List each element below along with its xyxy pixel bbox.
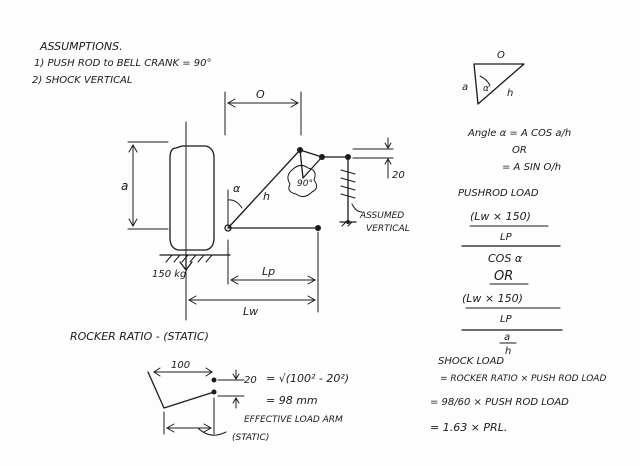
dim-lw-label: Lw <box>243 305 258 318</box>
dim-o-label: O <box>256 88 265 101</box>
fraction-a: a <box>504 332 510 343</box>
assumption-2: 2) SHOCK VERTICAL <box>32 75 132 86</box>
dim-o-arrow <box>224 91 302 136</box>
rocker-dim-20: 20 <box>244 375 257 386</box>
rocker-ratio-heading: ROCKER RATIO - (STATIC) <box>70 330 209 343</box>
dim-20-label: 20 <box>392 170 405 181</box>
effective-static-label: (STATIC) <box>232 433 269 443</box>
dim-lp-arrow <box>227 231 319 313</box>
rocker-sketch <box>147 367 245 436</box>
crank-angle-label: 90° <box>297 179 313 189</box>
link-h-label: h <box>263 190 270 203</box>
angle-formula-1: Angle α = A COS a/h <box>467 128 571 139</box>
assumption-1: 1) PUSH ROD to BELL CRANK = 90° <box>34 58 212 69</box>
linkage-sketch <box>224 147 363 232</box>
dim-lw-arrow <box>187 295 317 305</box>
rocker-calc-1: = √(100² - 20²) <box>266 372 349 385</box>
second-numerator: (Lw × 150) <box>462 292 523 305</box>
assumed-vertical-label-2: VERTICAL <box>366 224 410 234</box>
dim-lp-label: Lp <box>262 265 275 278</box>
wheel-sketch <box>159 121 231 321</box>
rocker-calc-2: = 98 mm <box>266 394 318 407</box>
shock-load-heading: SHOCK LOAD <box>438 356 504 367</box>
angle-alpha-label: α <box>233 182 241 195</box>
reference-triangle <box>473 63 525 105</box>
load-150kg-label: 150 kg <box>152 269 186 280</box>
dim-20-arrow <box>352 137 394 179</box>
effective-load-arm-label: EFFECTIVE LOAD ARM <box>244 415 343 425</box>
triangle-angle-alpha: α <box>483 84 489 94</box>
pushrod-numerator: (Lw × 150) <box>470 210 531 223</box>
assumed-vertical-label-1: ASSUMED <box>359 211 404 221</box>
big-or-label: OR <box>494 269 513 284</box>
pushrod-cos-alpha: COS α <box>488 252 523 265</box>
second-denominator-lp: LP <box>500 314 513 325</box>
fraction-h: h <box>505 346 511 357</box>
pushrod-load-heading: PUSHROD LOAD <box>458 188 539 199</box>
shock-load-line-2: = 98/60 × PUSH ROD LOAD <box>430 397 569 408</box>
angle-formula-2: = A SIN O/h <box>502 162 561 173</box>
shock-load-line-3: = 1.63 × PRL. <box>430 421 507 434</box>
triangle-side-o: O <box>497 50 505 61</box>
rocker-dim-100: 100 <box>171 360 190 371</box>
assumptions-heading: ASSUMPTIONS. <box>39 40 123 53</box>
dim-a-label: a <box>121 179 128 193</box>
dim-a-arrow <box>127 141 169 230</box>
triangle-side-h: h <box>507 88 513 99</box>
pushrod-denominator-lp: LP <box>500 232 513 243</box>
angle-formula-or: OR <box>512 145 527 156</box>
triangle-side-a: a <box>462 82 468 93</box>
shock-load-line-1: = ROCKER RATIO × PUSH ROD LOAD <box>440 374 606 384</box>
